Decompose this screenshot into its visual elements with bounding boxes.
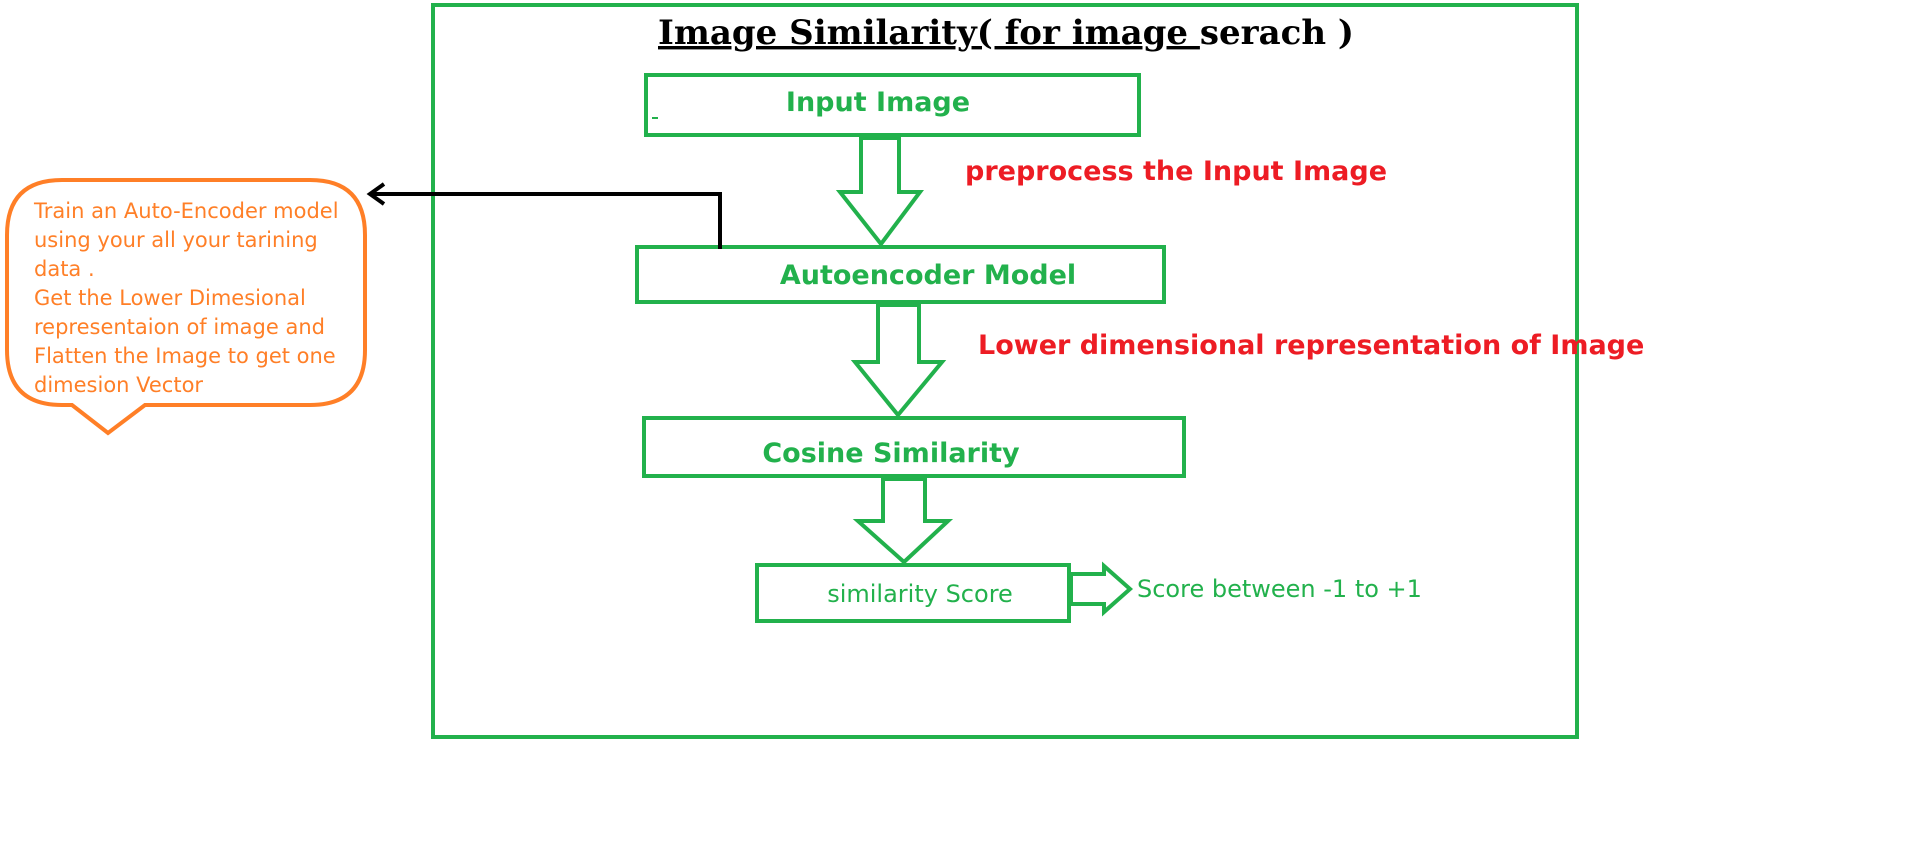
callout-line: using your all your tarining — [34, 228, 318, 252]
cosine-similarity-label: Cosine Similarity — [762, 438, 1020, 469]
input-image-label: Input Image — [786, 87, 970, 118]
cosine-similarity-box — [642, 416, 1186, 478]
callout-text: Train an Auto-Encoder model using your a… — [33, 199, 345, 397]
connector-line — [372, 192, 722, 249]
score-range-annotation: Score between -1 to +1 — [1137, 575, 1422, 603]
similarity-score-box — [755, 563, 1071, 623]
preprocess-annotation: preprocess the Input Image — [965, 156, 1387, 187]
autoencoder-model-label: Autoencoder Model — [780, 260, 1076, 291]
arrow-right — [1069, 561, 1134, 617]
arrow-down-1 — [835, 136, 924, 248]
title-underlined: Image Similarity( for image — [658, 13, 1200, 53]
callout-line: Train an Auto-Encoder model — [33, 199, 339, 223]
callout-line: data . — [34, 257, 95, 281]
callout-line: Flatten the Image to get one — [34, 344, 336, 368]
page-title: Image Similarity( for image serach ) — [658, 13, 1354, 53]
callout-line: dimesion Vector — [34, 373, 203, 397]
similarity-score-label: similarity Score — [827, 580, 1013, 608]
lower-dim-annotation: Lower dimensional representation of Imag… — [978, 330, 1644, 361]
arrow-down-2 — [850, 303, 947, 419]
callout-line: representaion of image and — [34, 315, 325, 339]
connector-arrowhead — [366, 182, 386, 206]
input-image-box — [644, 73, 1141, 137]
autoencoder-model-box — [635, 245, 1166, 304]
callout-bubble — [5, 178, 367, 436]
title-rest: serach ) — [1200, 13, 1354, 53]
callout-line: Get the Lower Dimesional — [34, 286, 306, 310]
outer-frame — [431, 3, 1579, 739]
arrow-down-3 — [852, 477, 954, 565]
